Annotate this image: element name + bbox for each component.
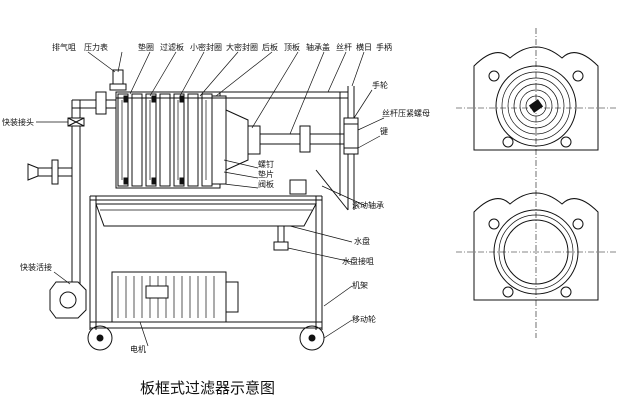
label-screw-nut: 丝杆压紧螺母 (382, 108, 430, 118)
labels: 排气咀 压力表 垫圈 过滤板 小密封圈 大密封圈 后板 顶板 轴承盖 丝杆 横日… (2, 42, 430, 354)
label-caster: 移动轮 (352, 314, 376, 324)
label-rolling-bearing: 滚动轴承 (352, 200, 384, 210)
casters (87, 325, 325, 351)
label-large-seal: 大密封圈 (226, 42, 258, 52)
label-key: 键 (380, 126, 388, 136)
leader-lines (36, 51, 385, 347)
label-screw-rod: 丝杆 (336, 42, 352, 52)
label-small-seal: 小密封圈 (190, 42, 222, 52)
label-water-tray: 水盘 (354, 236, 370, 246)
motor (111, 271, 239, 323)
label-motor: 电机 (130, 344, 146, 354)
filter-plates (117, 93, 213, 187)
label-quick-joint-head: 快装接头 (2, 117, 34, 127)
diagram-caption: 板框式过滤器示意图 (140, 379, 275, 397)
plate-detail-bottom (456, 190, 618, 338)
plate-detail-top (456, 28, 618, 188)
label-valve-plate: 阀板 (258, 179, 274, 189)
label-top-plate: 顶板 (284, 42, 300, 52)
label-bolt: 螺钉 (258, 159, 274, 169)
label-quick-joint: 快装活接 (20, 262, 52, 272)
label-crossbeam: 横日 (356, 42, 372, 52)
label-rear-plate: 后板 (262, 42, 278, 52)
label-bearing-cover: 轴承盖 (306, 42, 330, 52)
label-exhaust-valve: 排气咀 (52, 42, 76, 52)
label-handle: 手柄 (376, 42, 392, 52)
label-gasket: 垫圈 (138, 42, 154, 52)
label-pressure-gauge: 压力表 (84, 42, 108, 52)
label-handwheel: 手轮 (372, 80, 388, 90)
filter-press-machine (27, 69, 359, 351)
label-tray-nozzle: 水盘接咀 (342, 256, 374, 266)
label-pad: 垫片 (258, 169, 274, 179)
label-frame: 机架 (352, 280, 368, 290)
label-filter-plate: 过滤板 (160, 42, 184, 52)
